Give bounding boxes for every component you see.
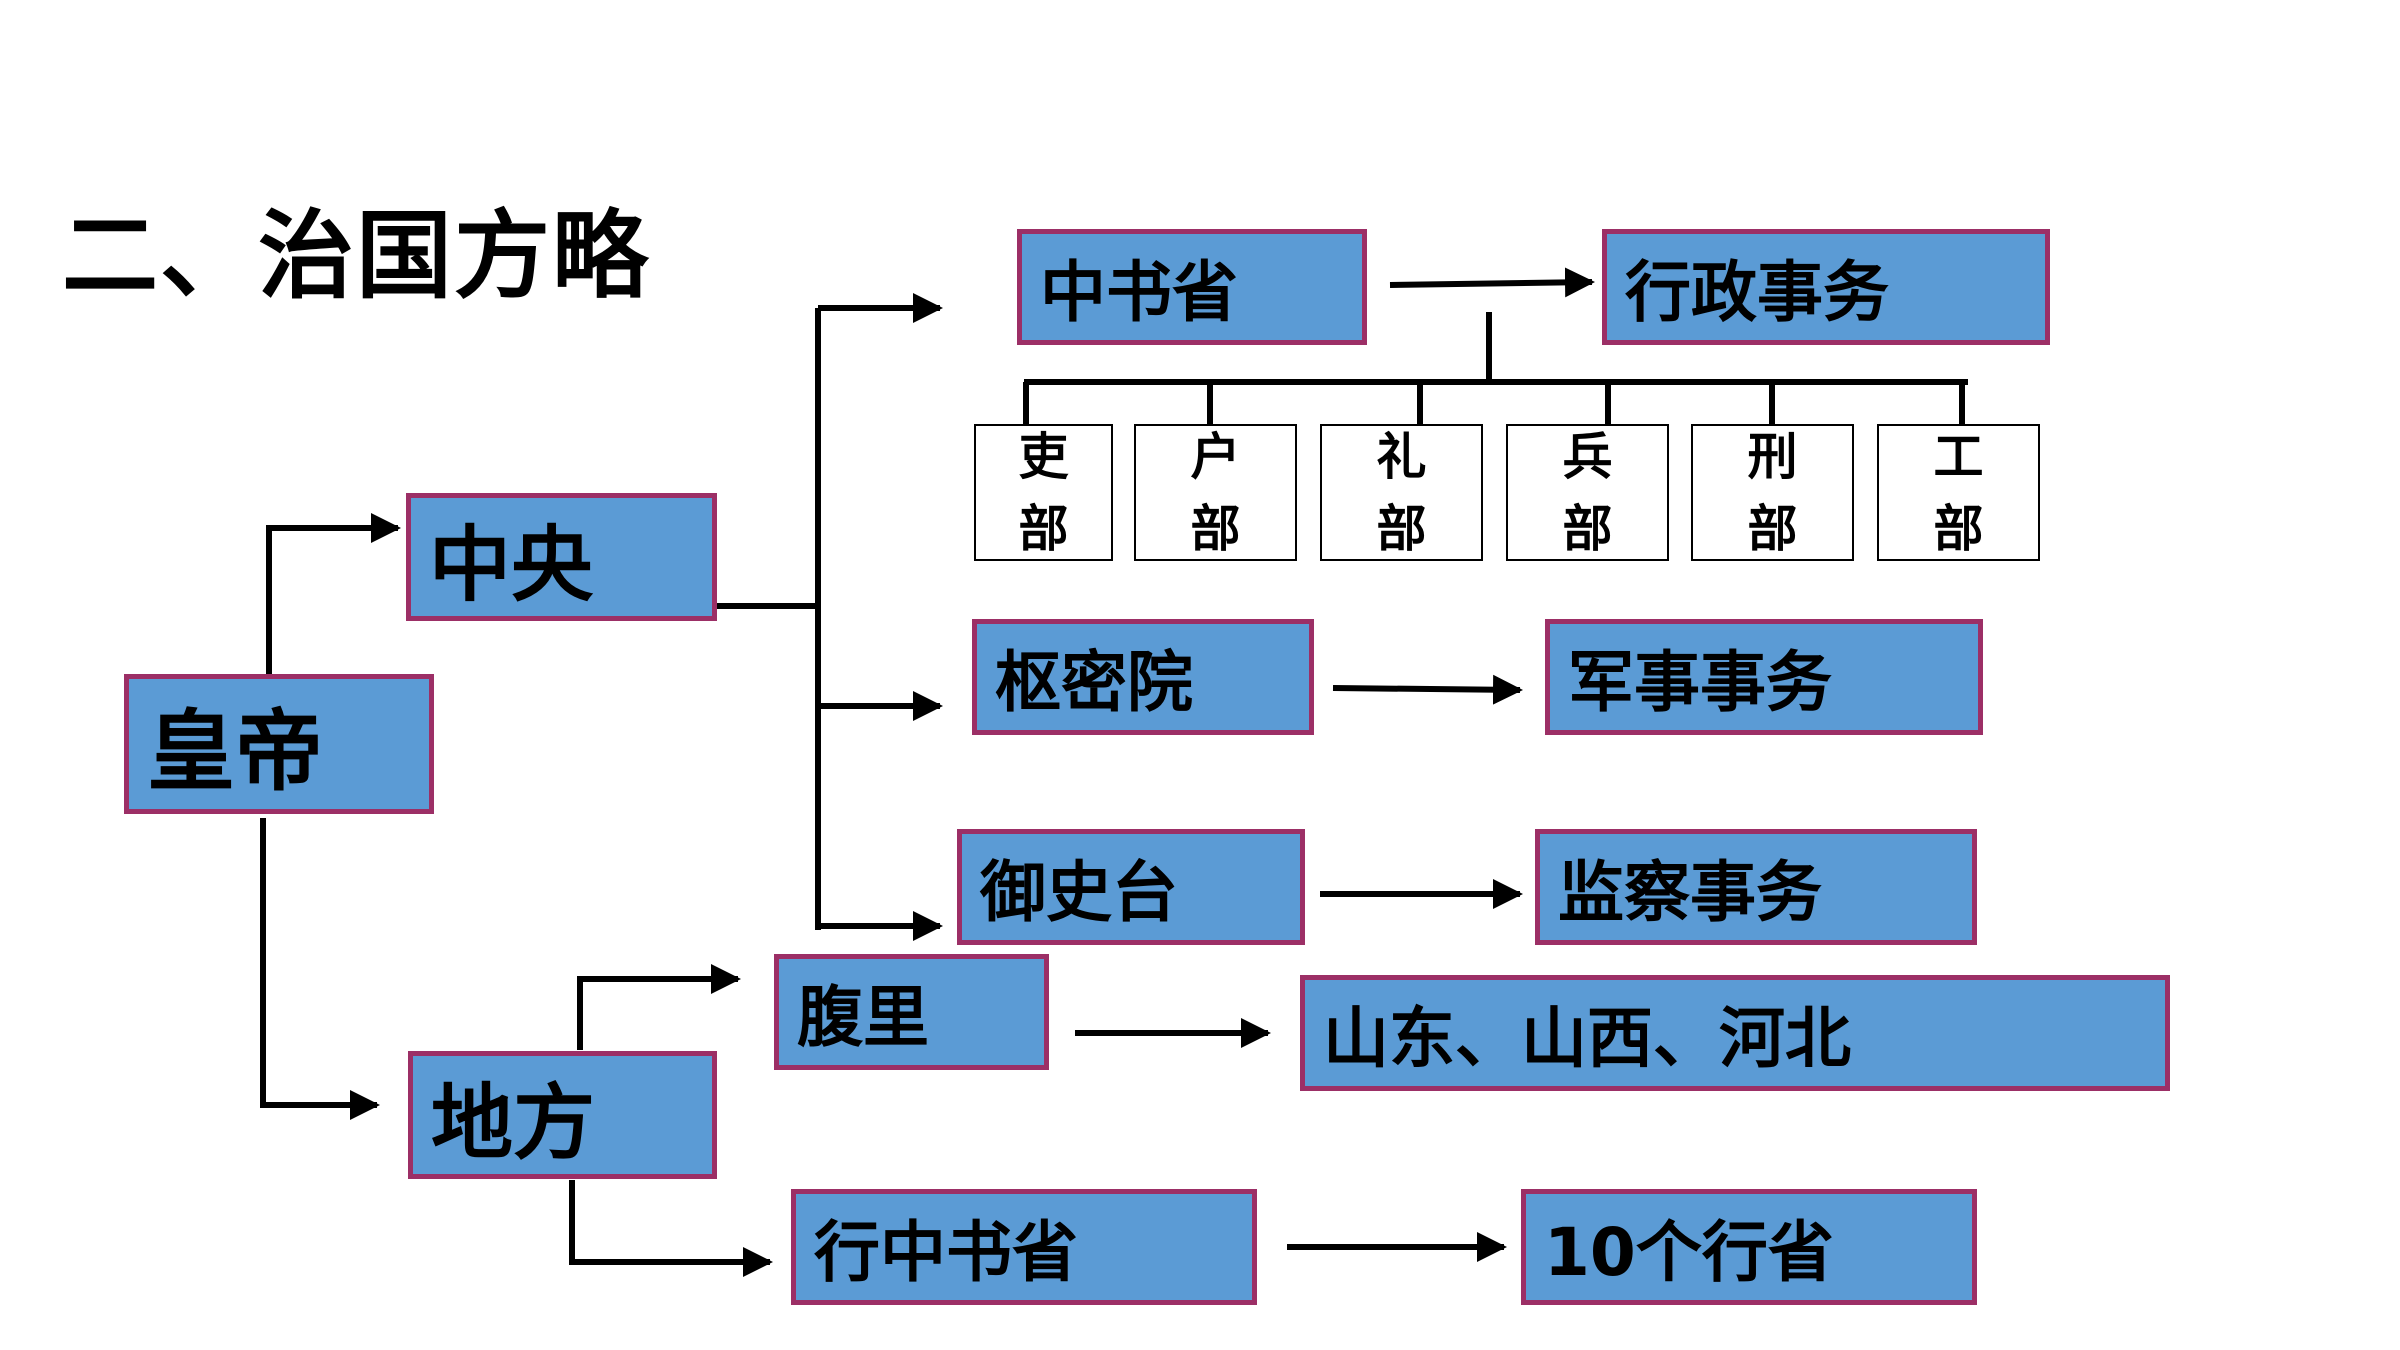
connector-local-fuli (577, 964, 741, 1050)
dept-char: 礼 (1376, 427, 1427, 486)
dept-box-gong: 工 部 (1877, 424, 2040, 561)
node-military-affairs: 军事事务 (1545, 619, 1983, 735)
node-zhongshu: 中书省 (1017, 229, 1367, 345)
dept-suffix: 部 (1376, 499, 1427, 558)
dept-box-li-rites: 礼 部 (1320, 424, 1483, 561)
dept-char: 工 (1933, 427, 1984, 486)
node-xingzhongshu: 行中书省 (791, 1189, 1257, 1305)
page-title: 二、治国方略 (62, 200, 650, 312)
arrow-shumi-military (1332, 674, 1523, 705)
connector-local-xingzhongshu (569, 1180, 773, 1277)
node-supervision-affairs: 监察事务 (1535, 829, 1977, 945)
node-fuli: 腹里 (774, 954, 1049, 1070)
dept-char: 兵 (1562, 427, 1613, 486)
dept-char: 刑 (1747, 427, 1798, 486)
connector-emperor-central (266, 513, 401, 678)
node-local: 地方 (408, 1051, 717, 1179)
node-shumiyuan: 枢密院 (972, 619, 1314, 735)
arrow-zhongshu-admin (1389, 267, 1595, 298)
dept-box-xing: 刑 部 (1691, 424, 1854, 561)
dept-suffix: 部 (1018, 499, 1069, 558)
dept-box-li: 吏 部 (974, 424, 1113, 561)
dept-suffix: 部 (1562, 499, 1613, 558)
dept-char: 吏 (1018, 427, 1069, 486)
connector-emperor-local (260, 818, 380, 1120)
node-admin-affairs: 行政事务 (1602, 229, 2050, 345)
node-emperor: 皇帝 (124, 674, 434, 814)
node-yushitai: 御史台 (957, 829, 1305, 945)
dept-suffix: 部 (1933, 499, 1984, 558)
node-central: 中央 (406, 493, 717, 621)
node-fuli-regions: 山东、山西、河北 (1300, 975, 2170, 1091)
node-ten-provinces: 10个行省 (1521, 1189, 1977, 1305)
dept-suffix: 部 (1190, 499, 1241, 558)
dept-box-bing: 兵 部 (1506, 424, 1669, 561)
dept-char: 户 (1190, 427, 1241, 486)
dept-box-hu: 户 部 (1134, 424, 1297, 561)
dept-suffix: 部 (1747, 499, 1798, 558)
